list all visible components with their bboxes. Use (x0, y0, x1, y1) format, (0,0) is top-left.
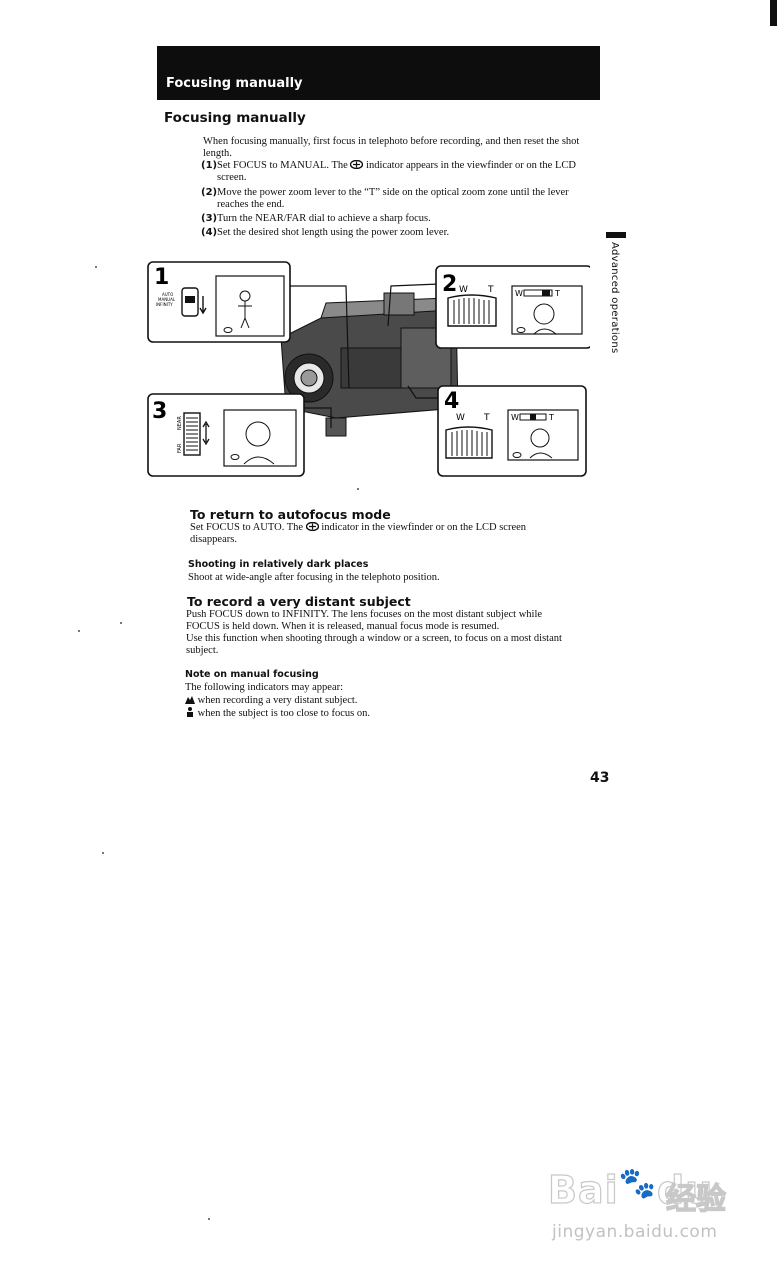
step-text: Set the desired shot length using the po… (217, 227, 450, 238)
step-number: (1) (201, 160, 218, 171)
zoom-bar-w: W (511, 413, 519, 422)
focus-icon (350, 159, 364, 170)
scan-speck (95, 266, 97, 268)
step-number: (3) (201, 213, 218, 224)
baidu-watermark: Bai🐾du 经验 jingyan.baidu.com (547, 1160, 738, 1260)
watermark-url: jingyan.baidu.com (552, 1222, 718, 1242)
side-tab-marker (606, 232, 626, 238)
section-heading: Focusing manually (164, 110, 306, 126)
watermark-cn: 经验 (665, 1181, 726, 1217)
note-item-2: when the subject is too close to focus o… (185, 707, 565, 720)
scan-speck (102, 852, 104, 854)
step-text: Move the power zoom lever to the “T” sid… (217, 187, 569, 210)
tele-label: T (487, 285, 494, 295)
distant-text-2: Use this function when shooting through … (186, 633, 562, 656)
side-tab-label: Advanced operations (609, 242, 620, 354)
panel-number: 1 (154, 265, 169, 290)
zoom-bar-t: T (548, 413, 554, 422)
arrow-updown-icon (202, 420, 210, 446)
intro-paragraph: When focusing manually, first focus in t… (203, 136, 580, 159)
return-af-text: Set FOCUS to AUTO. The indicator in the … (190, 521, 527, 545)
switch-label: AUTO (162, 292, 173, 297)
person-icon (530, 428, 550, 448)
person-icon (533, 303, 555, 325)
wide-label: W (459, 285, 468, 295)
camcorder-image (280, 292, 459, 437)
note-heading: Note on manual focusing (185, 669, 319, 680)
focus-icon (305, 521, 319, 532)
dial-label-far: FAR (177, 443, 183, 453)
step-text: Turn the NEAR/FAR dial to achieve a shar… (217, 213, 431, 224)
distant-text: Push FOCUS down to INFINITY. The lens fo… (186, 609, 543, 632)
panel-number: 2 (442, 272, 457, 297)
step-text: Set FOCUS to MANUAL. The indicator appea… (217, 159, 576, 183)
scan-speck (357, 488, 359, 490)
panel-number: 3 (152, 399, 167, 424)
zoom-lever-icon (445, 426, 493, 459)
person-icon (245, 421, 271, 447)
dial-label-near: NEAR (177, 416, 183, 430)
step-4: (4) Set the desired shot length using th… (201, 227, 593, 239)
focus-icon (512, 452, 522, 458)
header-title: Focusing manually (166, 76, 303, 91)
watermark-logo: Bai🐾du (547, 1165, 714, 1212)
distant-heading: To record a very distant subject (187, 594, 411, 609)
tele-label: T (483, 413, 490, 423)
wide-label: W (456, 413, 465, 423)
dark-heading: Shooting in relatively dark places (188, 559, 369, 570)
page-edge-mark (770, 0, 777, 26)
panel-number: 4 (444, 389, 459, 414)
zoom-bar-w: W (515, 289, 523, 298)
focus-illustration: 1 AUTO MANUAL INFINITY 2 W T W T 3 FAR (147, 261, 590, 477)
person-icon (187, 707, 193, 717)
scan-speck (78, 630, 80, 632)
focus-icon (516, 327, 526, 333)
step-number: (2) (201, 187, 218, 198)
zoom-bar-t: T (554, 289, 560, 298)
note-item-1: when recording a very distant subject. (185, 695, 565, 707)
panel-2: 2 W T W T (435, 265, 590, 349)
step-3: (3) Turn the NEAR/FAR dial to achieve a … (201, 213, 593, 225)
return-af-heading: To return to autofocus mode (190, 507, 391, 522)
paw-icon: 🐾 (618, 1165, 657, 1201)
switch-label: INFINITY (156, 302, 173, 307)
step-number: (4) (201, 227, 218, 238)
focus-icon (230, 454, 240, 460)
switch-label: MANUAL (158, 297, 176, 302)
panel-3: 3 FAR NEAR (147, 393, 305, 477)
scan-speck (120, 622, 122, 624)
note-text: The following indicators may appear: (185, 682, 344, 693)
mountain-icon (185, 696, 195, 704)
focus-icon (223, 327, 233, 333)
scan-speck (208, 1218, 210, 1220)
arrow-down-icon (199, 296, 207, 315)
page-number: 43 (590, 770, 610, 786)
panel-1: 1 AUTO MANUAL INFINITY (147, 261, 291, 343)
panel-4: 4 W T W T (437, 385, 587, 477)
header-bar: Focusing manually (157, 46, 600, 100)
step-1: (1) Set FOCUS to MANUAL. The indicator a… (201, 159, 593, 184)
dark-text: Shoot at wide-angle after focusing in th… (188, 572, 440, 583)
step-2: (2) Move the power zoom lever to the “T”… (201, 187, 593, 211)
